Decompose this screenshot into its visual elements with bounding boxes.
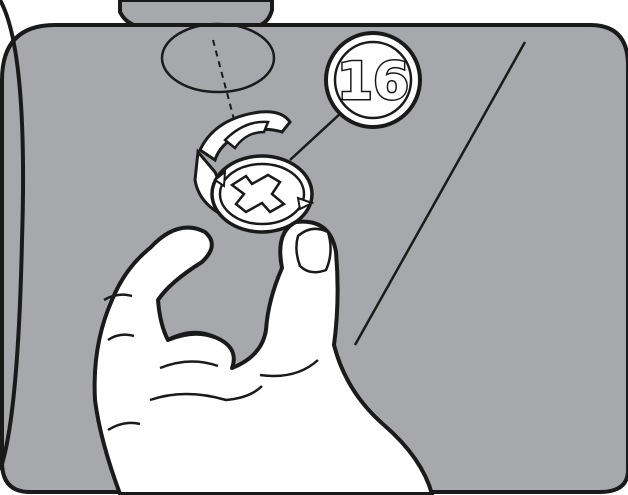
thumbnail [296,229,330,272]
step-number: 16 [337,52,409,112]
